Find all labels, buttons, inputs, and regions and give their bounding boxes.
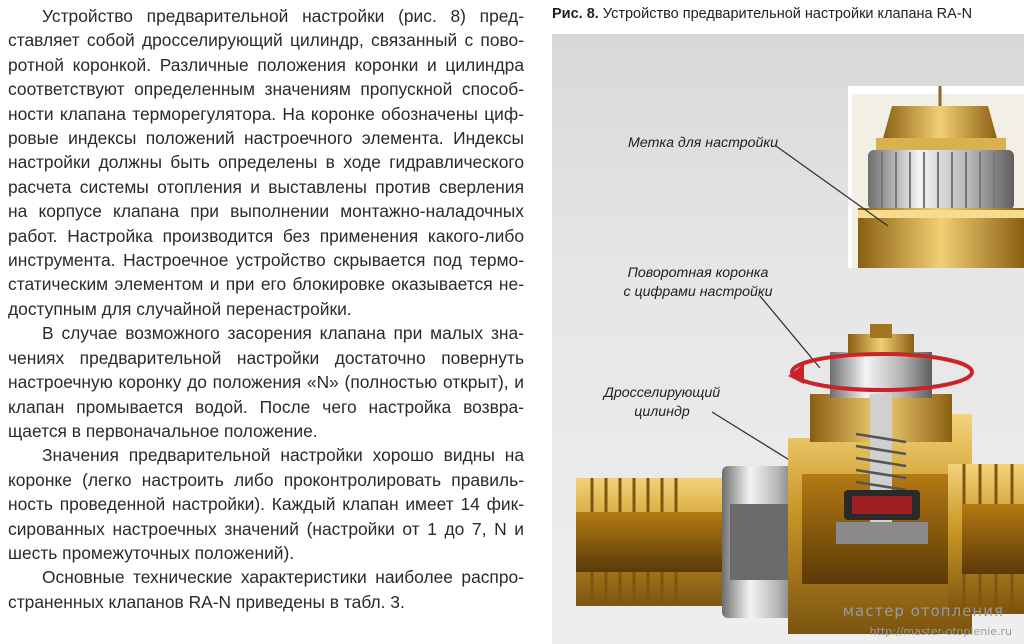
paragraph-4: Основные технические характеристики наиб… [8,567,524,612]
figure-title: Устройство предварительной настройки кла… [602,6,973,22]
crown-photo [848,86,1024,268]
callout-crown-line2: с цифрами настройки [623,284,773,300]
callout-setting-mark: Метка для настройки [628,135,778,151]
watermark-text: мастер отопления [842,602,1004,620]
callout-crown: Поворотная коронка с цифрами настройки [598,264,798,302]
callout-cylinder: Дросселирующий цилиндр [592,384,732,422]
valve-drawing [576,86,1024,634]
valve-body [576,324,1024,634]
figure-number: Рис. 8. [552,6,599,22]
callout-crown-line1: Поворотная коронка [627,265,769,281]
article-text: Устройство предварительной настройки (ри… [8,4,524,614]
paragraph-2: В случае возможного засорения клапана пр… [8,323,524,441]
figure-caption: Рис. 8. Устройство предварительной настр… [552,6,1024,22]
callout-cylinder-line1: Дросселирующий [603,385,721,401]
paragraph-1: Устройство предварительной настройки (ри… [8,6,524,319]
valve-illustration: Метка для настройки Поворотная коронка с… [552,34,1024,644]
callout-cylinder-line2: цилиндр [634,404,690,420]
watermark-url: http://master-otoplenie.ru [869,625,1012,638]
paragraph-3: Значения предварительной настройки хорош… [8,445,524,563]
